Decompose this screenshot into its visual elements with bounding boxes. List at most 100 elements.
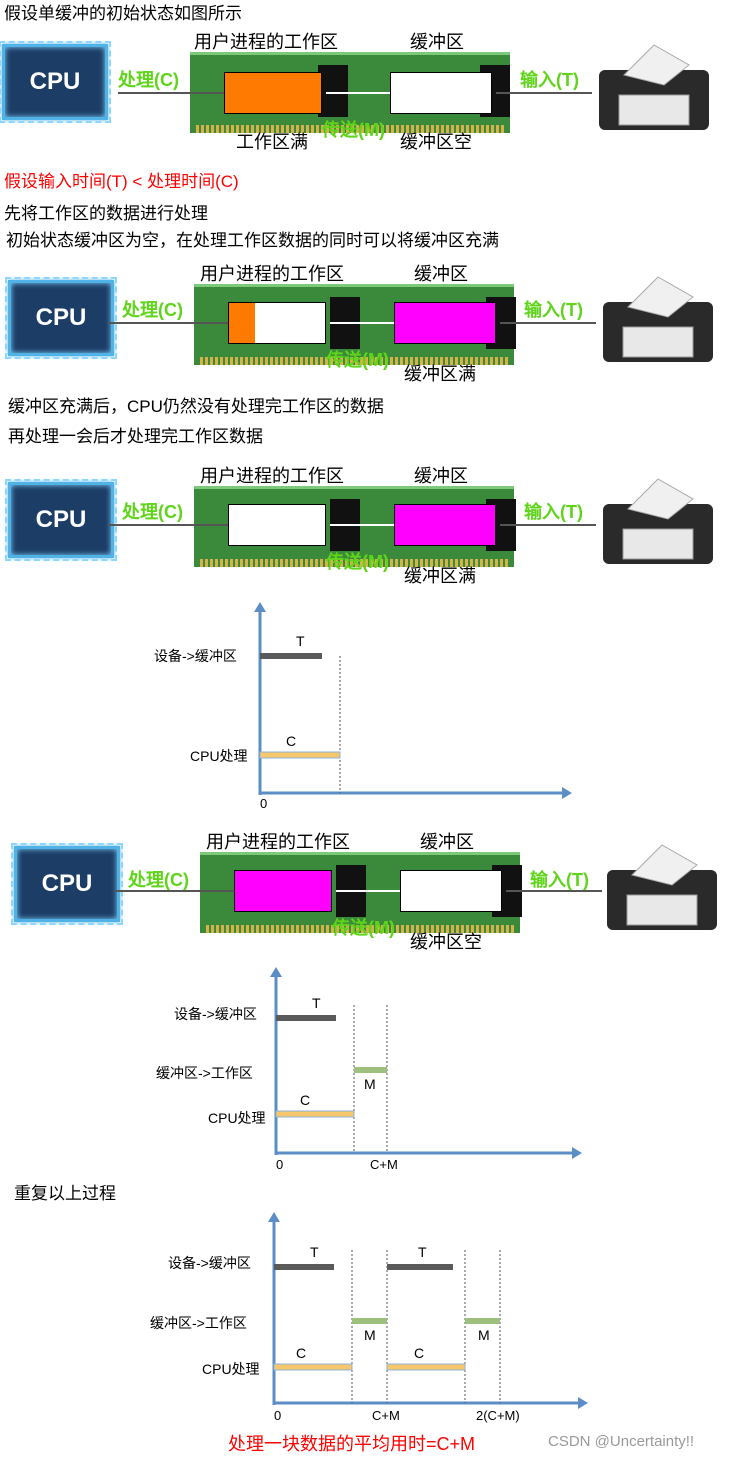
transfer-arrow: [336, 890, 400, 892]
work-full-label: 工作区满: [236, 132, 308, 152]
intro-text: 假设单缓冲的初始状态如图所示: [4, 4, 242, 23]
process-label: 处理(C): [118, 70, 179, 90]
bar-label-M: M: [478, 1327, 490, 1343]
transfer-arrow: [330, 322, 394, 324]
step2-text: 初始状态缓冲区为空，在处理工作区数据的同时可以将缓冲区充满: [6, 231, 499, 250]
buffer-empty-label: 缓冲区空: [410, 932, 482, 952]
input-arrow: [506, 890, 602, 892]
ram-contacts: [200, 357, 508, 365]
x-axis-arrowhead: [562, 787, 572, 799]
cpu-chip: CPU: [11, 843, 123, 925]
bar-label-M: M: [364, 1076, 376, 1092]
cpu-label: CPU: [35, 506, 87, 533]
buffer-label: 缓冲区: [414, 466, 468, 486]
buffer-box: [390, 72, 492, 114]
buffer-box: [394, 504, 496, 546]
bar-C: [275, 1110, 355, 1118]
transfer-label: 传送(M): [326, 552, 389, 572]
tick-0: 0: [260, 796, 267, 810]
bar-T: [276, 1015, 336, 1021]
buffer-label: 缓冲区: [414, 264, 468, 284]
y-axis-arrowhead: [254, 602, 266, 612]
x-axis-arrowhead: [578, 1397, 588, 1409]
buffer-empty-label: 缓冲区空: [400, 132, 472, 152]
bar-M: [465, 1318, 500, 1324]
printer-icon: [603, 478, 713, 564]
bar-C: [259, 751, 341, 759]
input-label: 输入(T): [524, 300, 583, 320]
input-arrow: [500, 524, 596, 526]
buffer-full-label: 缓冲区满: [404, 566, 476, 586]
ram-chip: [318, 65, 348, 117]
transfer-arrow: [326, 92, 390, 94]
input-arrow: [496, 92, 592, 94]
tick-c-plus-m: C+M: [370, 1157, 398, 1172]
bar-M: [352, 1318, 387, 1324]
row-label-device: 设备->缓冲区: [174, 1006, 257, 1022]
row-label-cpu: CPU处理: [190, 748, 248, 764]
bar-T: [387, 1264, 453, 1270]
timing-chart-3: 设备->缓冲区 缓冲区->工作区 CPU处理 T T M M C C 0 C+M…: [150, 1212, 588, 1423]
printer-icon: [599, 44, 709, 130]
work-area-fill: [229, 303, 255, 343]
bar-C: [386, 1363, 466, 1371]
process-label: 处理(C): [122, 502, 183, 522]
y-axis-arrowhead: [268, 1212, 280, 1222]
buffer-box: [394, 302, 496, 344]
input-label: 输入(T): [524, 502, 583, 522]
bar-label-T: T: [310, 1244, 319, 1260]
process-label: 处理(C): [122, 300, 183, 320]
row-label-device: 设备->缓冲区: [154, 648, 237, 664]
work-area-label: 用户进程的工作区: [206, 832, 350, 852]
timing-chart-2: 设备->缓冲区 缓冲区->工作区 CPU处理 T M C 0 C+M: [156, 967, 582, 1172]
row-label-buffer: 缓冲区->工作区: [156, 1065, 253, 1081]
bar-label-C: C: [300, 1092, 310, 1108]
buffer-label: 缓冲区: [420, 832, 474, 852]
tick-0: 0: [276, 1157, 283, 1172]
bar-C: [273, 1363, 353, 1371]
work-area-label: 用户进程的工作区: [200, 264, 344, 284]
transfer-arrow: [330, 524, 394, 526]
work-area-label: 用户进程的工作区: [194, 32, 338, 52]
bar-label-C: C: [296, 1345, 306, 1361]
input-label: 输入(T): [520, 70, 579, 90]
bar-label-M: M: [364, 1327, 376, 1343]
x-axis-arrowhead: [572, 1147, 582, 1159]
process-arrow: [114, 890, 234, 892]
process-arrow: [118, 92, 224, 94]
after2-text: 再处理一会后才处理完工作区数据: [8, 427, 263, 446]
assumption-text: 假设输入时间(T) < 处理时间(C): [4, 172, 239, 191]
tick-c-plus-m: C+M: [372, 1408, 400, 1423]
work-area-label: 用户进程的工作区: [200, 466, 344, 486]
after1-text: 缓冲区充满后，CPU仍然没有处理完工作区的数据: [8, 397, 384, 416]
timing-chart-1: 设备->缓冲区 CPU处理 T C 0: [154, 602, 572, 810]
buffer-full-label: 缓冲区满: [404, 364, 476, 384]
watermark: CSDN @Uncertainty!!: [548, 1433, 695, 1450]
buffer-label: 缓冲区: [410, 32, 464, 52]
input-label: 输入(T): [530, 870, 589, 890]
transfer-label: 传送(M): [332, 918, 395, 938]
bar-T: [274, 1264, 334, 1270]
cpu-label: CPU: [35, 304, 87, 331]
bar-label-T: T: [312, 995, 321, 1011]
row-label-cpu: CPU处理: [208, 1110, 266, 1126]
cpu-chip: CPU: [5, 277, 117, 359]
work-area-box: [228, 504, 326, 546]
transfer-label: 传送(M): [322, 120, 385, 140]
bar-label-T: T: [296, 633, 305, 649]
row-label-cpu: CPU处理: [202, 1361, 260, 1377]
process-arrow: [108, 524, 228, 526]
ram-contacts: [206, 925, 514, 933]
cpu-chip: CPU: [0, 41, 111, 123]
tick-2c-plus-m: 2(C+M): [476, 1408, 520, 1423]
bar-label-T: T: [418, 1244, 427, 1260]
process-label: 处理(C): [128, 870, 189, 890]
row-label-device: 设备->缓冲区: [168, 1255, 251, 1271]
cpu-chip: CPU: [5, 479, 117, 561]
ram-contacts: [196, 125, 504, 133]
repeat-text: 重复以上过程: [14, 1184, 116, 1203]
y-axis-arrowhead: [270, 967, 282, 977]
bar-label-C: C: [414, 1345, 424, 1361]
process-arrow: [108, 322, 228, 324]
cpu-label: CPU: [41, 870, 93, 897]
